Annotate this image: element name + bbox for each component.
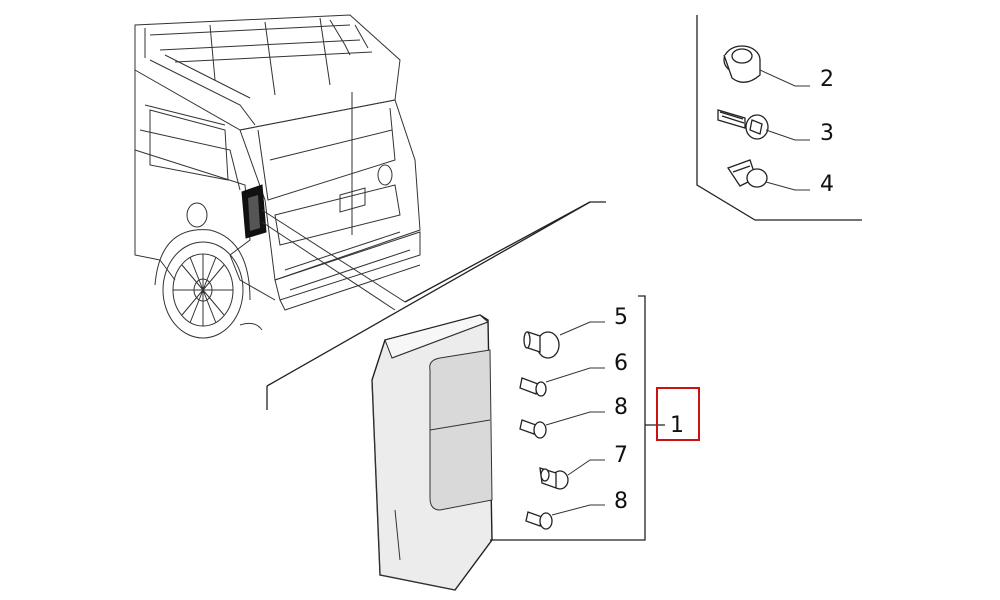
bulb-5 bbox=[523, 331, 560, 359]
callout-6: 6 bbox=[614, 351, 628, 376]
bulb-8a bbox=[519, 419, 547, 439]
callout-3: 3 bbox=[820, 121, 834, 146]
callout-7: 7 bbox=[614, 443, 628, 468]
callout-8b: 8 bbox=[614, 489, 628, 514]
clip-part-4 bbox=[727, 159, 768, 188]
callout-4: 4 bbox=[820, 172, 834, 197]
screw-part-3 bbox=[717, 109, 769, 140]
vehicle-illustration bbox=[134, 14, 421, 339]
bulb-leader-lines bbox=[545, 321, 605, 516]
detail-leader-lines bbox=[261, 209, 406, 311]
accessories-panel bbox=[696, 15, 862, 221]
highlight-box bbox=[656, 387, 700, 441]
callout-2: 2 bbox=[820, 67, 834, 92]
bulb-6 bbox=[519, 377, 547, 397]
callout-5: 5 bbox=[614, 305, 628, 330]
accessory-leader-lines bbox=[759, 69, 810, 191]
bulb-7 bbox=[539, 467, 569, 490]
detail-frame bbox=[266, 201, 606, 410]
bulb-8b bbox=[525, 511, 553, 530]
callout-8a: 8 bbox=[614, 395, 628, 420]
tail-lamp-assembly bbox=[371, 314, 493, 591]
callout-1: 1 bbox=[670, 413, 684, 438]
grommet-part-2 bbox=[723, 45, 761, 83]
part-1-bracket bbox=[490, 295, 665, 541]
vehicle-tail-lamp-highlight bbox=[241, 184, 267, 239]
